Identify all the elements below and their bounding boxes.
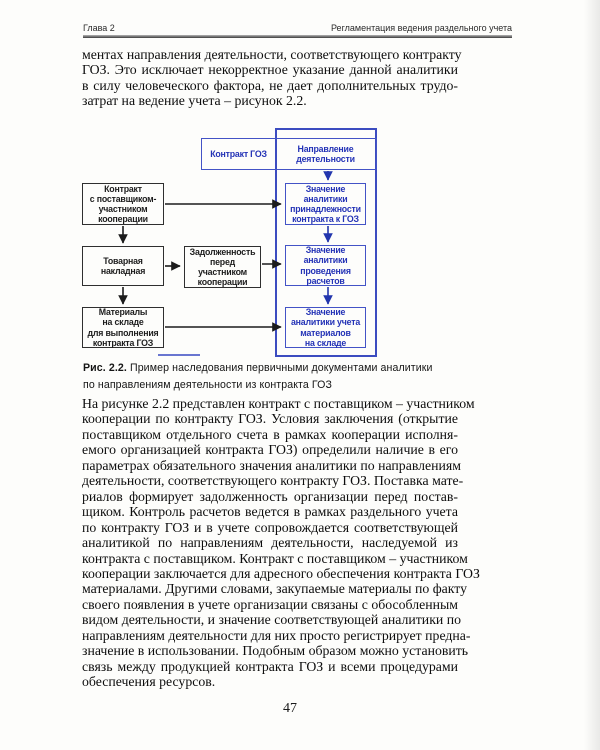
body-line: параметрах обязательного значения аналит… xyxy=(82,457,462,473)
caption-line-2: по направлениям деятельности из контракт… xyxy=(83,378,333,391)
body-line: щиком. Контроль расчетов ведется в рамка… xyxy=(82,504,458,520)
box-line: Направление xyxy=(297,143,354,154)
body-line: значение в использовании. Подобным образ… xyxy=(82,643,469,659)
scan-edge-shadow xyxy=(584,0,600,750)
caption-label: Рис. 2.2. xyxy=(83,362,127,374)
box-line: Товарная xyxy=(103,255,143,266)
diagram-box-napravlenie: Направление деятельности xyxy=(275,139,376,169)
body-line: в силу человеческого фактора, не дает до… xyxy=(82,77,458,93)
box-line: на складе xyxy=(102,317,144,328)
box-line: с поставщиком- xyxy=(89,193,157,204)
scan-artifact-dash xyxy=(158,354,200,356)
contract-goz-label: Контракт ГОЗ xyxy=(210,148,267,159)
box-line: деятельности xyxy=(296,154,355,164)
diagram-outer-frame xyxy=(275,128,377,357)
page-number: 47 xyxy=(283,701,297,716)
diagram-box-contract-supplier: Контракт с поставщиком- участником коопе… xyxy=(82,183,164,225)
box-line: Значение xyxy=(305,183,346,194)
box-line: Контракт xyxy=(104,183,142,194)
body-line: кооперации по контракту ГОЗ. Условия зак… xyxy=(82,411,458,427)
body-line: направлениям деятельности для них просто… xyxy=(82,627,471,643)
diagram-box-zadolzhennost: Задолженность перед участником коопераци… xyxy=(184,246,261,288)
box-line: контракта ГОЗ xyxy=(92,337,154,348)
body-line: обеспечения ресурсов. xyxy=(82,674,216,690)
body-line: затрат на ведение учета – рисунок 2.2. xyxy=(82,93,307,109)
header-rule xyxy=(83,35,512,38)
diagram-box-contract-goz: Контракт ГОЗ Направление деятельности xyxy=(201,138,377,170)
box-line: проведения xyxy=(300,265,351,276)
body-line: по контракту ГОЗ и в учете сопровождаетс… xyxy=(82,519,458,535)
box-line: контракта к ГОЗ xyxy=(292,214,359,225)
body-line: контракта с поставщиком. Контракт с пост… xyxy=(82,550,468,566)
box-line: принадлежности xyxy=(290,204,361,214)
body-line: риалов формирует задолженность организац… xyxy=(82,488,458,504)
diagram-box-analytics-belonging: Значение аналитики принадлежности контра… xyxy=(285,183,366,225)
diagram-box-analytics-warehouse: Значение аналитики учета материалов на с… xyxy=(285,307,366,348)
body-line: материалами. Другими словами, закупаемые… xyxy=(82,581,468,597)
body-line: кооперации заключается для адресного обе… xyxy=(82,565,480,581)
diagram-box-materialy: Материалы на складе для выполнения контр… xyxy=(82,307,164,348)
body-line: ментах направления деятельности, соответ… xyxy=(82,47,462,62)
chapter-label: Глава 2 xyxy=(83,23,115,33)
box-line: участником xyxy=(198,267,247,277)
box-line: накладная xyxy=(100,266,146,276)
box-line: кооперации xyxy=(98,214,148,225)
caption-line-1: Рис. 2.2. Пример наследования первичными… xyxy=(83,360,503,377)
box-line: Значение xyxy=(305,245,346,256)
box-line: материалов xyxy=(300,327,351,338)
box-line: участником xyxy=(98,204,148,214)
box-line: на складе xyxy=(304,337,347,348)
paragraph-1: ментах направления деятельности, соответ… xyxy=(82,47,462,109)
figure-caption: Рис. 2.2. Пример наследования первичными… xyxy=(83,360,503,393)
box-line: аналитики xyxy=(303,193,348,204)
box-line: аналитики xyxy=(303,255,348,266)
body-line: связь между продукцией контракта ГОЗ и в… xyxy=(82,658,458,674)
box-line: перед xyxy=(209,256,236,267)
diagram-box-tovarnaya-nakladnaya: Товарная накладная xyxy=(82,246,164,286)
diagram-box-analytics-settlements: Значение аналитики проведения расчетов xyxy=(285,245,366,286)
body-line: своего появления в учете организации свя… xyxy=(82,596,458,612)
box-line: кооперации xyxy=(197,277,248,288)
body-line: ГОЗ. Это исключает некорректное указание… xyxy=(82,62,458,78)
box-line: для выполнения xyxy=(87,327,159,338)
body-line: поставщиком отдельного счета в рамках ко… xyxy=(82,426,458,442)
body-line: видом деятельности, и значение соответст… xyxy=(82,612,462,628)
body-line: На рисунке 2.2 представлен контракт с по… xyxy=(82,396,475,411)
body-line: емого организацией контракта ГОЗ) опреде… xyxy=(82,442,458,458)
running-title: Регламентация ведения раздельного учета xyxy=(330,23,512,33)
box-line: расчетов xyxy=(306,275,345,286)
box-line: аналитики учета xyxy=(290,317,361,328)
paragraph-2: На рисунке 2.2 представлен контракт с по… xyxy=(82,396,480,690)
body-line: деятельности, соответствующего контракту… xyxy=(82,473,464,489)
box-line: Задолженность xyxy=(189,246,256,257)
box-line: Материалы xyxy=(98,307,148,318)
caption-text: Пример наследования первичными документа… xyxy=(126,362,433,374)
body-line: аналитикой по направлениям деятельности,… xyxy=(82,535,458,551)
box-line: Значение xyxy=(305,307,346,318)
